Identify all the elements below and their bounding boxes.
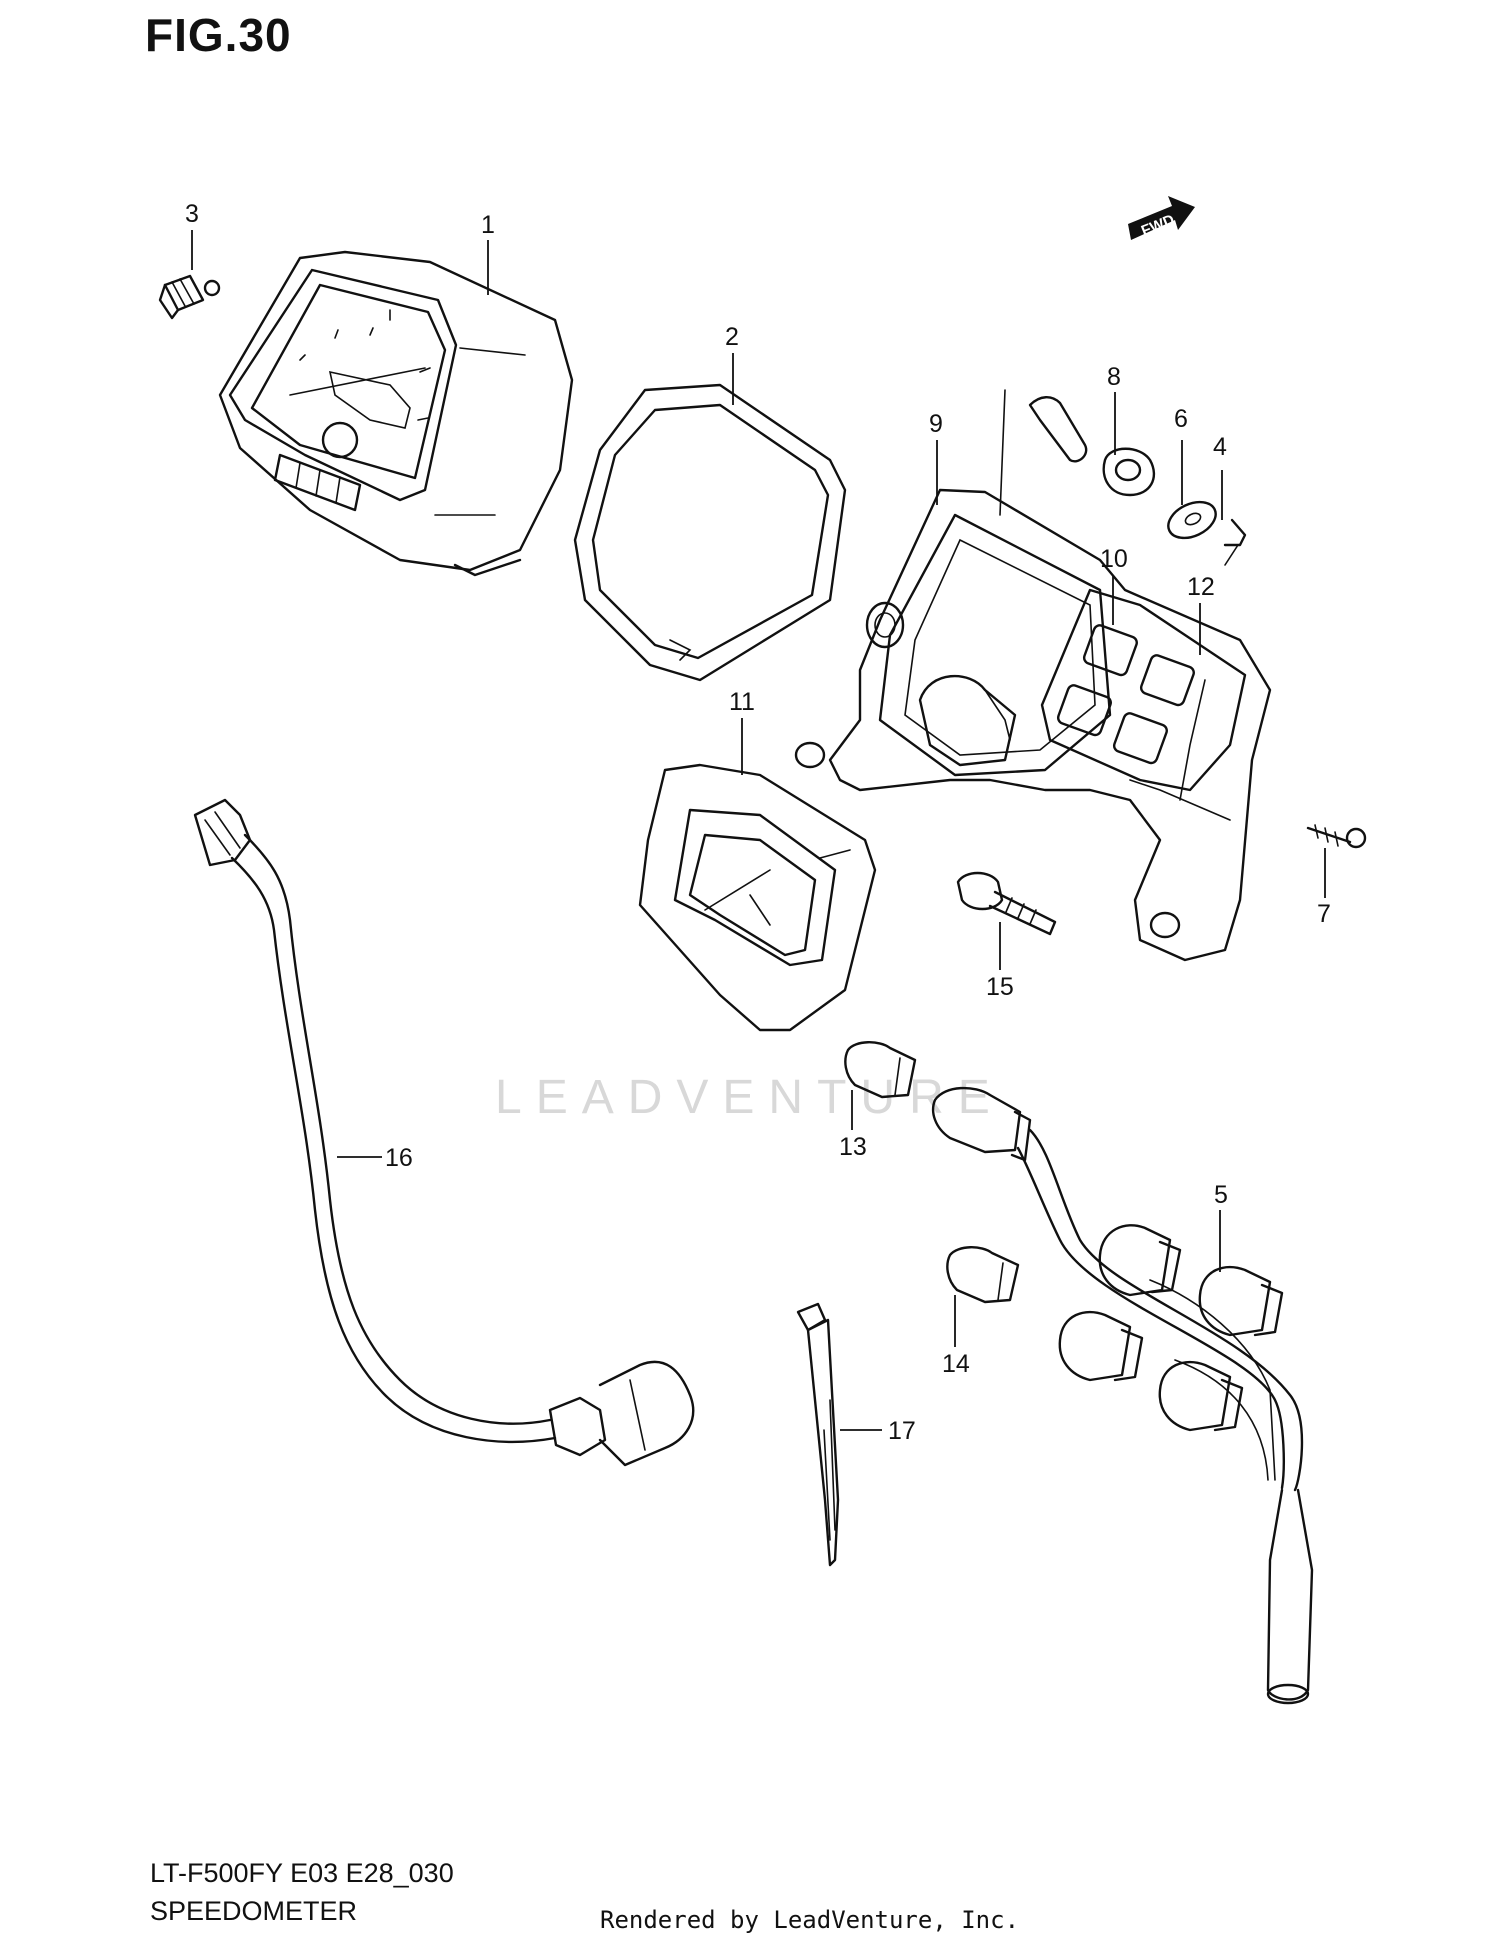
rendered-by-credit: Rendered by LeadVenture, Inc. [600,1906,1020,1934]
callout-12: 12 [1187,573,1215,601]
callout-4: 4 [1213,433,1227,461]
part-3-nut [158,274,221,320]
callout-6: 6 [1174,405,1188,433]
part-9-meter-case [794,488,1272,962]
callout-labels: 3 1 2 4 6 8 9 10 12 11 7 15 13 14 5 16 1… [185,200,1331,1445]
figure-title: FIG.30 [145,9,292,61]
callout-17: 17 [888,1417,916,1445]
part-14-bulb [946,1246,1020,1304]
part-4-clip [1223,518,1247,566]
part-1-speedometer-cluster [218,250,574,577]
diagram-caption: SPEEDOMETER [150,1896,358,1926]
part-6-washer [1167,500,1217,540]
callout-1: 1 [481,211,495,239]
callout-9: 9 [929,410,943,438]
part-10-light-housing [1040,588,1247,792]
model-code: LT-F500FY E03 E28_030 [150,1858,454,1888]
fwd-label: FWD [1139,211,1177,240]
part-11-indicator-panel [638,763,877,1032]
callout-10: 10 [1100,545,1128,573]
callout-7: 7 [1317,900,1331,928]
part-5-wire-harness [931,1086,1314,1705]
part-7-screw [1306,824,1367,849]
part-13-bulb [844,1041,917,1099]
part-16-speedometer-cable [193,798,695,1467]
callout-5: 5 [1214,1181,1228,1209]
part-17-cable-tie [796,1302,840,1567]
callout-15: 15 [986,973,1014,1001]
part-8-grommet [1102,447,1156,497]
part-15-bolt [956,871,1057,936]
forward-arrow-icon: FWD [1128,196,1195,240]
watermark: LEADVENTURE [495,1071,1004,1124]
callout-11: 11 [729,688,755,716]
callout-8: 8 [1107,363,1121,391]
callout-14: 14 [942,1350,970,1378]
callout-3: 3 [185,200,199,228]
part-2-gasket [573,383,847,682]
leader-lines [191,230,1326,1431]
part-8-bulb-socket [999,389,1088,516]
callout-13: 13 [839,1133,867,1161]
callout-2: 2 [725,323,739,351]
callout-16: 16 [385,1144,413,1172]
